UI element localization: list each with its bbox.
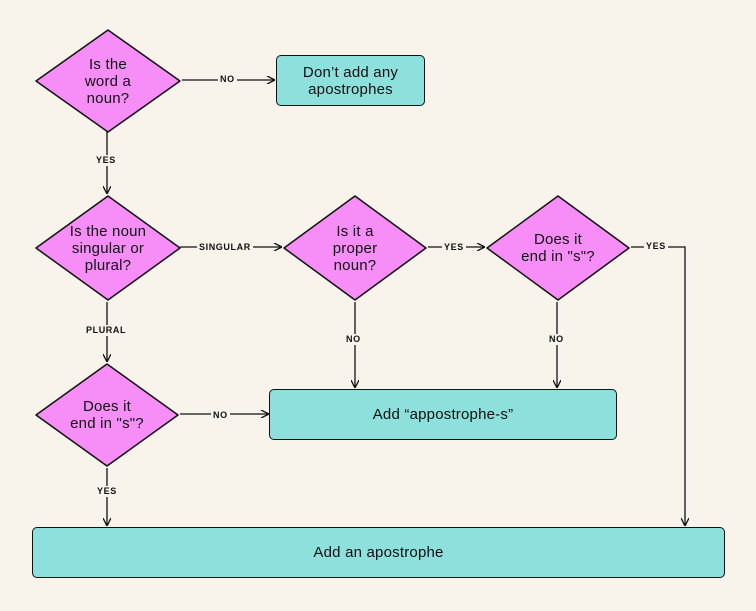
decision-ends-s-singular-text: Does it end in "s"? bbox=[521, 231, 595, 265]
diamond-shape bbox=[35, 363, 179, 467]
edge-label-noun-yes: YES bbox=[94, 155, 118, 166]
outcome-dont-add: Don’t add any apostrophes bbox=[276, 55, 425, 106]
edge-label-ends-plural-no: NO bbox=[211, 410, 230, 421]
diamond-shape bbox=[35, 195, 181, 301]
decision-is-noun-text: Is the word a noun? bbox=[84, 55, 132, 107]
outcome-add-apostrophe-s: Add “appostrophe-s” bbox=[269, 389, 617, 440]
edge-ends-singular-yes bbox=[631, 246, 685, 525]
edge-label-ends-plural-yes: YES bbox=[95, 486, 119, 497]
decision-ends-s-plural: Does it end in "s"? bbox=[34, 362, 180, 468]
outcome-add-apostrophe: Add an apostrophe bbox=[32, 527, 725, 578]
decision-is-noun: Is the word a noun? bbox=[34, 28, 182, 134]
decision-singular-plural-text: Is the noun singular or plural? bbox=[69, 222, 147, 274]
diamond-shape bbox=[283, 195, 427, 301]
edge-label-proper-yes: YES bbox=[442, 242, 466, 253]
edge-label-ends-singular-yes: YES bbox=[644, 241, 668, 252]
diamond-shape bbox=[486, 195, 630, 301]
decision-singular-plural: Is the noun singular or plural? bbox=[34, 194, 182, 302]
edge-label-plural: PLURAL bbox=[84, 325, 129, 336]
decision-proper-noun-text: Is it a proper noun? bbox=[332, 222, 378, 274]
edge-label-noun-no: NO bbox=[218, 74, 237, 85]
decision-ends-s-singular: Does it end in "s"? bbox=[485, 194, 631, 302]
edge-label-singular: SINGULAR bbox=[197, 242, 253, 253]
diamond-shape bbox=[35, 29, 181, 133]
edge-label-proper-no: NO bbox=[344, 334, 363, 345]
decision-ends-s-plural-text: Does it end in "s"? bbox=[70, 398, 144, 432]
edge-label-ends-singular-no: NO bbox=[547, 334, 566, 345]
decision-proper-noun: Is it a proper noun? bbox=[282, 194, 428, 302]
